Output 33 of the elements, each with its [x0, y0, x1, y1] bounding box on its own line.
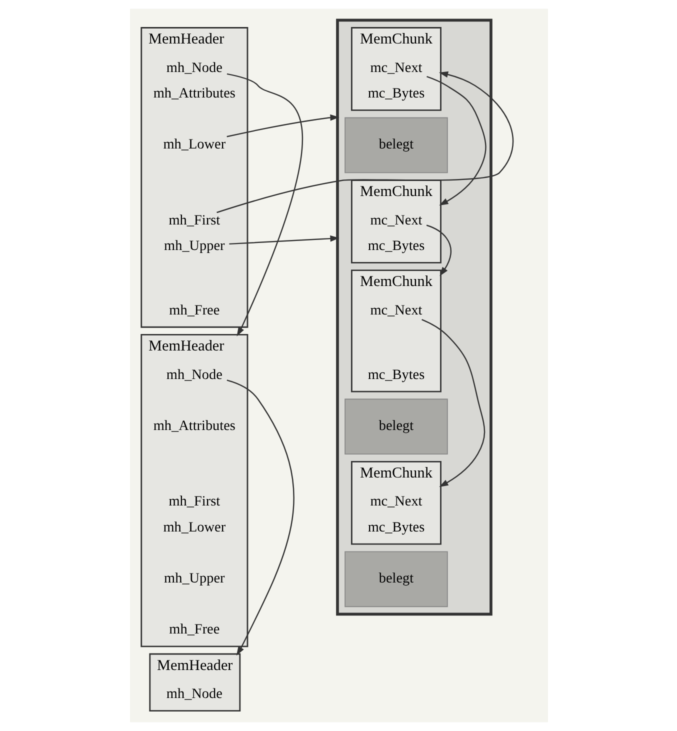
node-text: mc_Next: [370, 302, 422, 318]
node-text: mh_Attributes: [152, 85, 235, 102]
node-text: mh_First: [168, 212, 220, 228]
node-text: mc_Next: [370, 60, 422, 76]
node-text: mh_Node: [166, 686, 222, 702]
node-text: mc_Next: [370, 494, 422, 510]
node-text: mh_Free: [168, 622, 220, 638]
arrow: [228, 235, 339, 245]
node-text: mh_Node: [166, 60, 222, 76]
arrow: [226, 73, 302, 336]
arrow: [216, 71, 513, 214]
node-text: mh_Attributes: [152, 418, 235, 434]
node-text: mh_First: [168, 494, 220, 510]
arrow: [421, 319, 485, 487]
node-text: mc_Bytes: [367, 85, 424, 102]
node-text: mh_Lower: [162, 519, 226, 536]
arrow: [226, 114, 339, 138]
node-text: mh_Free: [168, 302, 220, 318]
node-text: mh_Lower: [162, 136, 226, 153]
node-box: belegt: [344, 117, 448, 174]
cluster: [336, 18, 492, 616]
arrow: [226, 380, 294, 656]
node-text: mh_Upper: [164, 238, 224, 254]
node-box: belegt: [344, 398, 448, 455]
node-text: mh_Upper: [164, 570, 224, 586]
node-text: mc_Bytes: [367, 238, 424, 254]
node-text: mc_Bytes: [367, 519, 424, 536]
node-box: belegt: [344, 551, 448, 608]
arrow: [426, 224, 451, 276]
node-text: mh_Node: [166, 366, 222, 383]
node-text: mc_Bytes: [367, 366, 424, 383]
node-text: mc_Next: [370, 212, 422, 228]
arrow: [426, 76, 486, 206]
